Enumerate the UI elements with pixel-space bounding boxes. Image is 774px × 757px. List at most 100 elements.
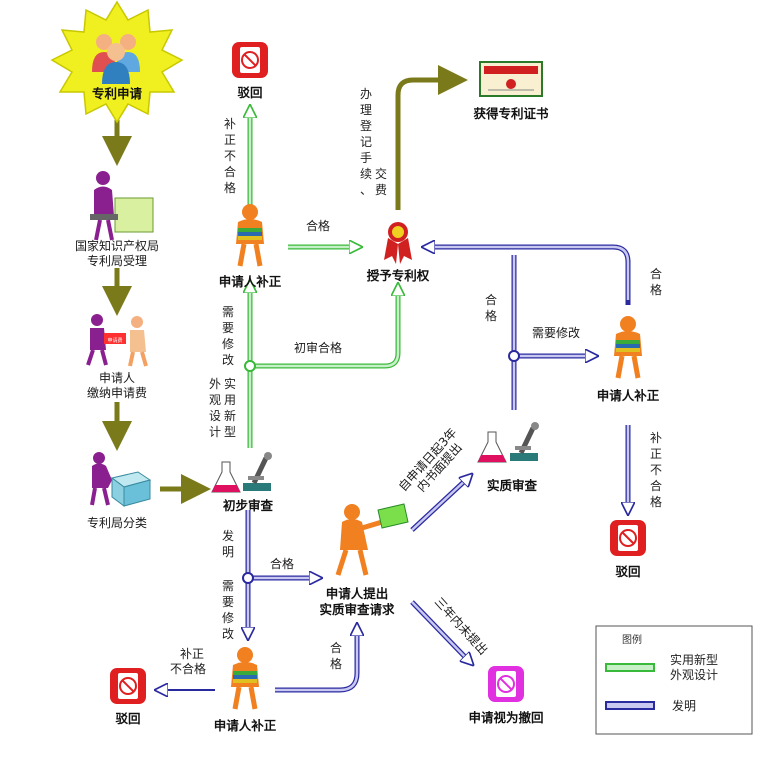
vlabel-fail-right: 补 正 不 合 格 bbox=[650, 431, 662, 509]
lab-microscope-icon bbox=[211, 452, 272, 493]
svg-text:合: 合 bbox=[650, 266, 662, 281]
svg-text:登: 登 bbox=[360, 118, 372, 133]
node-correct-top: 申请人补正 bbox=[219, 204, 282, 289]
people-group-icon bbox=[92, 34, 140, 84]
blue-flow bbox=[157, 247, 628, 690]
svg-text:办: 办 bbox=[360, 86, 372, 101]
svg-text:型: 型 bbox=[224, 425, 236, 439]
svg-text:需: 需 bbox=[222, 305, 234, 319]
vlabel-pass-mid: 合 格 bbox=[485, 292, 497, 323]
vlabel-register: 办 理 登 记 手 续 、 交 费 bbox=[360, 86, 387, 197]
node-request-exam: 申请人提出 实质审查请求 bbox=[319, 503, 409, 617]
svg-text:正: 正 bbox=[224, 133, 236, 147]
subst-exam-label: 实质审查 bbox=[487, 478, 538, 493]
lab-microscope-icon bbox=[477, 422, 539, 463]
svg-text:续: 续 bbox=[360, 167, 372, 181]
vlabel-fail-top: 补 正 不 合 格 bbox=[224, 117, 236, 195]
svg-text:要: 要 bbox=[222, 595, 234, 609]
svg-text:改: 改 bbox=[222, 353, 234, 367]
svg-text:用: 用 bbox=[224, 393, 236, 407]
label-need-modify-right: 需要修改 bbox=[532, 325, 580, 340]
node-certificate: 获得专利证书 bbox=[473, 61, 549, 121]
office-accept-line2: 专利局受理 bbox=[87, 253, 147, 268]
pay-fee-line2: 缴纳申请费 bbox=[87, 385, 147, 400]
svg-text:实: 实 bbox=[224, 376, 236, 391]
svg-text:需: 需 bbox=[222, 579, 234, 593]
svg-text:格: 格 bbox=[485, 308, 497, 323]
svg-text:不: 不 bbox=[650, 463, 662, 477]
svg-text:要: 要 bbox=[222, 321, 234, 335]
node-grant: 授予专利权 bbox=[367, 222, 430, 283]
node-classify: 专利局分类 bbox=[87, 452, 152, 530]
fee-handover-icon: 申请费 bbox=[86, 314, 148, 367]
grant-label: 授予专利权 bbox=[367, 268, 430, 283]
patent-apply-label: 专利申请 bbox=[92, 86, 143, 101]
svg-text:理: 理 bbox=[360, 103, 372, 117]
svg-text:修: 修 bbox=[222, 336, 234, 351]
request-exam-line1: 申请人提出 bbox=[326, 586, 389, 601]
certificate-label: 获得专利证书 bbox=[473, 106, 549, 121]
legend-green-swatch bbox=[605, 663, 655, 672]
node-office-accept: 国家知识产权局 专利局受理 bbox=[75, 171, 159, 268]
svg-text:手: 手 bbox=[360, 151, 372, 165]
svg-text:观: 观 bbox=[209, 393, 221, 407]
svg-text:格: 格 bbox=[650, 282, 662, 297]
label-pass-bottom: 合格 bbox=[270, 556, 294, 571]
label-prelim-pass: 初审合格 bbox=[294, 340, 342, 355]
label-pass-top: 合格 bbox=[306, 218, 330, 233]
vlabel-pass-up: 合 格 bbox=[330, 640, 342, 671]
vlabel-need-modify-bottom: 需 要 修 改 bbox=[222, 579, 234, 641]
legend-blue-swatch bbox=[605, 701, 655, 710]
prelim-exam-label: 初步审查 bbox=[223, 498, 274, 513]
svg-text:计: 计 bbox=[209, 425, 221, 439]
reject-bottom-left-label: 驳回 bbox=[115, 711, 140, 726]
svg-text:合: 合 bbox=[224, 164, 236, 179]
reject-top-label: 驳回 bbox=[237, 85, 262, 100]
svg-text:合: 合 bbox=[485, 292, 497, 307]
node-subst-exam: 实质审查 bbox=[477, 422, 539, 493]
svg-text:、: 、 bbox=[360, 183, 372, 197]
svg-text:合: 合 bbox=[650, 478, 662, 493]
label-fail-bottom-line1: 补正 bbox=[180, 647, 204, 661]
office-worker-icon bbox=[90, 171, 154, 241]
correct-right-label: 申请人补正 bbox=[597, 388, 660, 403]
withdrawn-label: 申请视为撤回 bbox=[468, 710, 543, 725]
svg-text:修: 修 bbox=[222, 610, 234, 625]
svg-text:改: 改 bbox=[222, 627, 234, 641]
node-pay-fee: 申请费 申请人 缴纳申请费 bbox=[86, 314, 148, 400]
label-not-3y: 三年内未提出 bbox=[432, 594, 491, 658]
box-sorting-icon bbox=[90, 452, 152, 507]
node-withdrawn: 申请视为撤回 bbox=[468, 666, 544, 725]
svg-text:外: 外 bbox=[209, 377, 221, 391]
legend: 图例 实用新型 外观设计 发明 bbox=[595, 625, 753, 735]
legend-green-line2: 外观设计 bbox=[670, 668, 718, 682]
olive-flow bbox=[102, 65, 468, 504]
office-accept-line1: 国家知识产权局 bbox=[75, 238, 159, 253]
node-patent-apply: 专利申请 bbox=[50, 0, 184, 124]
legend-green-line1: 实用新型 bbox=[670, 652, 718, 667]
reject-right-label: 驳回 bbox=[615, 564, 640, 579]
correct-top-label: 申请人补正 bbox=[219, 274, 282, 289]
vlabel-invention: 发 明 bbox=[222, 528, 234, 559]
classify-label: 专利局分类 bbox=[87, 515, 147, 530]
svg-text:补: 补 bbox=[224, 117, 236, 131]
svg-text:记: 记 bbox=[360, 135, 372, 149]
vlabel-pass-right: 合 格 bbox=[650, 266, 662, 297]
svg-text:费: 费 bbox=[375, 183, 387, 197]
node-reject-top: 驳回 bbox=[232, 42, 268, 100]
node-prelim-exam: 初步审查 bbox=[211, 452, 274, 513]
label-fail-bottom-line2: 不合格 bbox=[170, 661, 206, 676]
fee-card-label: 申请费 bbox=[107, 337, 122, 344]
label-within-3y: 自申请日起3年 内书面提出 bbox=[396, 425, 465, 494]
person-with-books-icon bbox=[231, 647, 259, 710]
person-with-request-icon bbox=[335, 503, 409, 576]
vlabel-need-modify-left: 需 要 修 改 bbox=[222, 305, 234, 367]
svg-text:新: 新 bbox=[224, 408, 236, 423]
node-reject-bottom-left: 驳回 bbox=[110, 668, 146, 726]
svg-text:补: 补 bbox=[650, 431, 662, 445]
svg-text:合: 合 bbox=[330, 640, 342, 655]
certificate-icon bbox=[479, 61, 543, 97]
person-with-books-icon bbox=[614, 316, 642, 379]
